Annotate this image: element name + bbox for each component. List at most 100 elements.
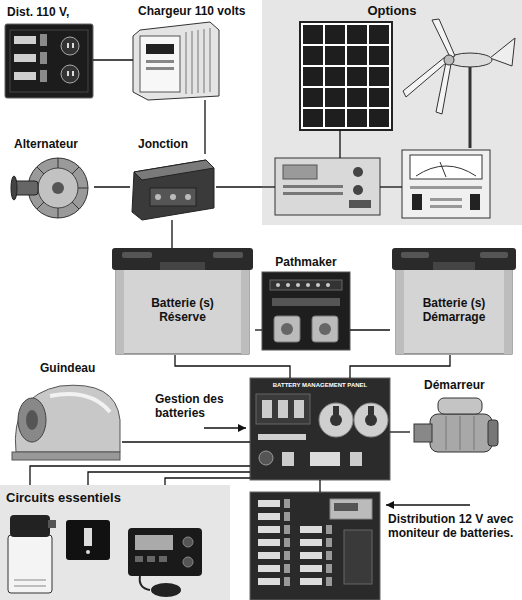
battery-drawing [112,248,253,270]
wire [204,100,205,154]
charger-drawing [140,36,180,92]
panel-110v-drawing [61,37,79,55]
charger-drawing [133,22,219,100]
wire [255,329,262,330]
distribution-panel-drawing [284,538,290,547]
management-panel-drawing [250,378,390,480]
management-panel-drawing [256,394,310,424]
distribution-panel-drawing [284,551,290,560]
distribution-panel-drawing [326,538,332,547]
component-label: Batterie (s) Démarrage [410,296,498,325]
pump-drawing [14,580,46,581]
distribution-panel-drawing [250,492,380,600]
combiner-drawing [326,283,330,287]
distribution-panel-drawing [258,500,280,507]
solar-controller-drawing [283,165,317,179]
alternator-drawing [37,202,44,209]
starter-motor: Démarreur [410,395,500,467]
panel-caption: BATTERY MANAGEMENT PANEL [262,382,378,389]
battery-drawing [401,252,429,258]
panel-110v: Dist. 110 V, [5,24,93,98]
starter-motor-drawing [474,416,475,450]
wire [165,478,250,485]
distribution-panel-drawing [300,526,322,533]
junction-box-drawing [132,160,214,220]
starter-motor-drawing [460,416,461,450]
solar-controller-drawing [349,200,371,208]
battery-drawing [116,266,249,354]
wind-controller-drawing [430,205,462,208]
wire [350,329,390,330]
solar-controller-drawing [275,158,380,215]
alternator-drawing [52,182,64,194]
combiner-drawing [306,283,310,287]
pump-drawing [8,535,52,593]
alternator-drawing [11,176,17,200]
solar-panel-drawing [300,22,392,130]
panel-110v-drawing [5,24,93,98]
windlass-drawing [18,398,46,442]
distribution-panel-drawing [284,564,290,573]
wind-turbine-drawing [436,62,451,114]
combiner-drawing [262,272,350,350]
wind-controller-drawing [402,150,490,218]
management-panel: Gestion des batteries [250,378,390,480]
panel-110v-drawing [72,71,74,76]
distribution-panel-drawing [330,499,372,519]
solar-controller-drawing [283,192,343,195]
charger-drawing [146,67,174,70]
alternator-drawing [58,208,59,218]
battery-drawing [392,248,516,354]
pointer-arrow [204,427,246,428]
starter-motor-drawing [430,414,492,452]
management-panel-drawing [294,400,304,418]
component-label: Chargeur 110 volts [138,4,256,18]
management-panel-drawing [368,406,374,416]
pump-drawing [48,520,56,528]
distribution-panel-drawing [258,539,280,546]
radio-drawing [128,528,202,597]
distribution-panel-drawing [300,539,322,546]
wind-controller-drawing [470,194,480,210]
solar-panel-drawing [347,88,367,107]
essentials-region: Circuits essentiels [0,485,230,600]
component-label: Jonction [138,137,204,151]
starter-motor-drawing [414,424,432,442]
distribution-panel-drawing [250,492,380,600]
component-label: Dist. 110 V, [7,5,117,19]
wind-turbine-drawing [490,38,515,66]
wind-controller-drawing [410,155,482,179]
distribution-panel-drawing [300,565,322,572]
combiner-drawing [286,283,290,287]
windlass-drawing [15,385,120,452]
panel-110v-drawing [5,24,93,98]
distribution-panel-drawing [258,526,280,533]
charger-drawing [146,60,174,63]
panel-110v-drawing [10,30,88,92]
distribution-panel-drawing [284,499,290,508]
alternator: Alternateur [10,154,94,220]
charger-drawing [192,31,193,94]
management-panel-drawing [278,400,288,418]
panel-110v-drawing [40,70,47,82]
wind-turbine-drawing [403,19,515,148]
starter-motor-drawing [438,398,482,414]
management-panel-drawing [262,400,272,418]
battery-drawing [433,262,475,270]
radio-drawing [135,556,143,562]
options-ground [262,0,522,225]
management-panel-drawing [282,452,294,466]
wire [171,220,172,248]
wind-controller-drawing [440,162,446,177]
switch-drawing [66,520,110,560]
panel-110v-drawing [67,43,69,48]
starter-motor-drawing [488,420,498,446]
charger-drawing [210,28,211,92]
component-label: Distribution 12 V avec moniteur de batte… [388,512,520,541]
radio-drawing [128,528,202,576]
wire [350,355,450,378]
solar-panel-drawing [347,109,367,127]
wire [175,355,290,378]
panel-110v-drawing [14,72,36,80]
